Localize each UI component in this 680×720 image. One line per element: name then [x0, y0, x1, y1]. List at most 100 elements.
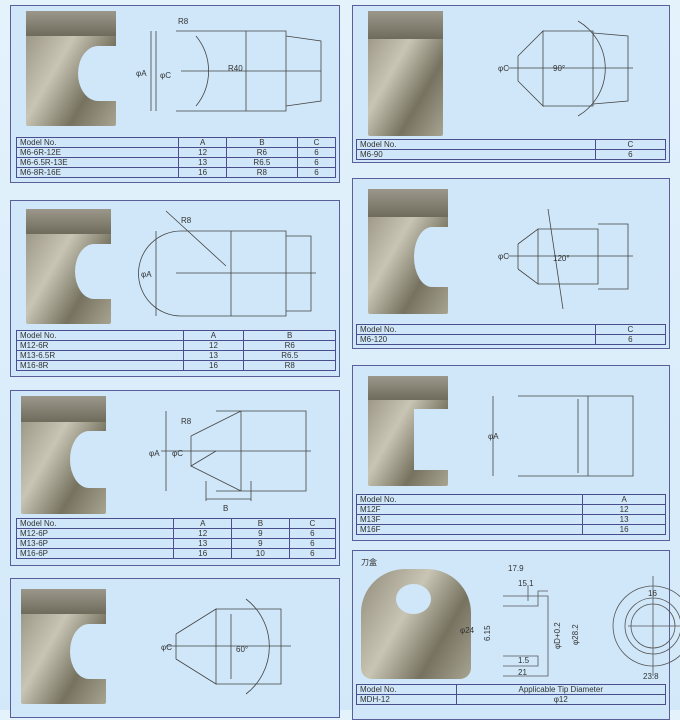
table-header-row: Model No.Applicable Tip Diameter: [356, 684, 667, 695]
table-cell: R6.5: [225, 157, 298, 168]
table-cell: R6.5: [243, 350, 336, 361]
table-cell: M12-6P: [15, 528, 175, 539]
table-cell: 6: [296, 167, 337, 178]
dimension-label: R8: [181, 417, 192, 426]
table-cell: Model No.: [15, 137, 180, 148]
product-photo: [368, 376, 450, 486]
table-cell: M6-6.5R-13E: [15, 157, 180, 168]
table-cell: M16-6P: [15, 548, 175, 559]
table-cell: 6: [296, 147, 337, 158]
table-cell: M6-120: [356, 334, 596, 345]
dimension-label: 23.8: [643, 672, 659, 681]
dimension-label: 17.9: [508, 564, 524, 573]
dimension-label: R40: [228, 64, 243, 73]
table-cell: M6-8R-16E: [15, 167, 180, 178]
table-cell: M6-90: [356, 149, 596, 160]
dimension-label: 21: [518, 668, 527, 677]
table-cell: MDH-12: [356, 694, 457, 705]
table-cell: R8: [225, 167, 298, 178]
table-cell: Applicable Tip Diameter: [455, 684, 667, 695]
table-cell: 12: [182, 340, 245, 351]
table-cell: M13-6.5R: [16, 350, 184, 361]
dimension-label: B: [223, 504, 228, 513]
dimension-label: φA: [149, 449, 160, 458]
dimension-label: φD+0.2: [553, 622, 562, 649]
dimension-label: φ28.2: [571, 624, 580, 645]
table-cell: M16-8R: [16, 360, 184, 371]
table-cell: M12F: [355, 504, 584, 515]
table-cell: A: [582, 494, 666, 505]
dimension-label: φA: [488, 432, 499, 441]
table-cell: A: [182, 330, 245, 341]
table-cell: A: [178, 137, 227, 148]
table-cell: 13: [182, 350, 245, 361]
table-header-row: Model No.A: [355, 494, 666, 505]
table-cell: 12: [582, 504, 666, 515]
dimension-label: 16: [648, 589, 657, 598]
table-cell: Model No.: [15, 518, 175, 529]
dimension-label: φ24: [460, 626, 475, 635]
dimension-label: φC: [498, 64, 509, 73]
technical-drawing: φC 120°: [498, 208, 633, 310]
table-cell: R6: [225, 147, 298, 158]
table-cell: Model No.: [355, 494, 584, 505]
table-cell: M13F: [355, 514, 584, 525]
table-cell: B: [231, 518, 290, 529]
table-cell: 6: [288, 548, 337, 559]
table-cell: 6: [594, 149, 667, 160]
dimension-label: φA: [136, 69, 147, 78]
table-cell: M12-6R: [16, 340, 184, 351]
technical-drawing: 17.915.1 φ24 6.15 φD+0.2 φ28.2 1.521 162…: [460, 564, 680, 681]
table-cell: Model No.: [356, 139, 596, 150]
product-photo: [21, 396, 108, 514]
table-cell: Model No.: [16, 330, 184, 341]
table-cell: R6: [243, 340, 336, 351]
product-photo: [26, 11, 118, 126]
table-cell: 10: [231, 548, 290, 559]
table-cell: 13: [582, 514, 666, 525]
table-cell: Model No.: [356, 324, 596, 335]
dimension-label: 120°: [553, 254, 570, 263]
table-cell: C: [594, 324, 667, 335]
dimension-label: φC: [498, 252, 509, 261]
dimension-label: φA: [141, 270, 152, 279]
table-header-row: Model No.C: [356, 139, 667, 150]
table-cell: 12: [173, 528, 233, 539]
table-cell: Model No.: [356, 684, 457, 695]
table-cell: 6: [288, 528, 337, 539]
dimension-label: 6.15: [483, 625, 492, 641]
table-header-row: Model No.C: [356, 324, 667, 335]
technical-drawing: φA: [488, 395, 634, 477]
dimension-label: R8: [178, 17, 189, 26]
panel-title: 刀盒: [361, 558, 377, 567]
table-cell: 13: [178, 157, 227, 168]
dimension-label: 90°: [553, 64, 565, 73]
table-cell: A: [173, 518, 233, 529]
table-cell: M16F: [355, 524, 584, 535]
